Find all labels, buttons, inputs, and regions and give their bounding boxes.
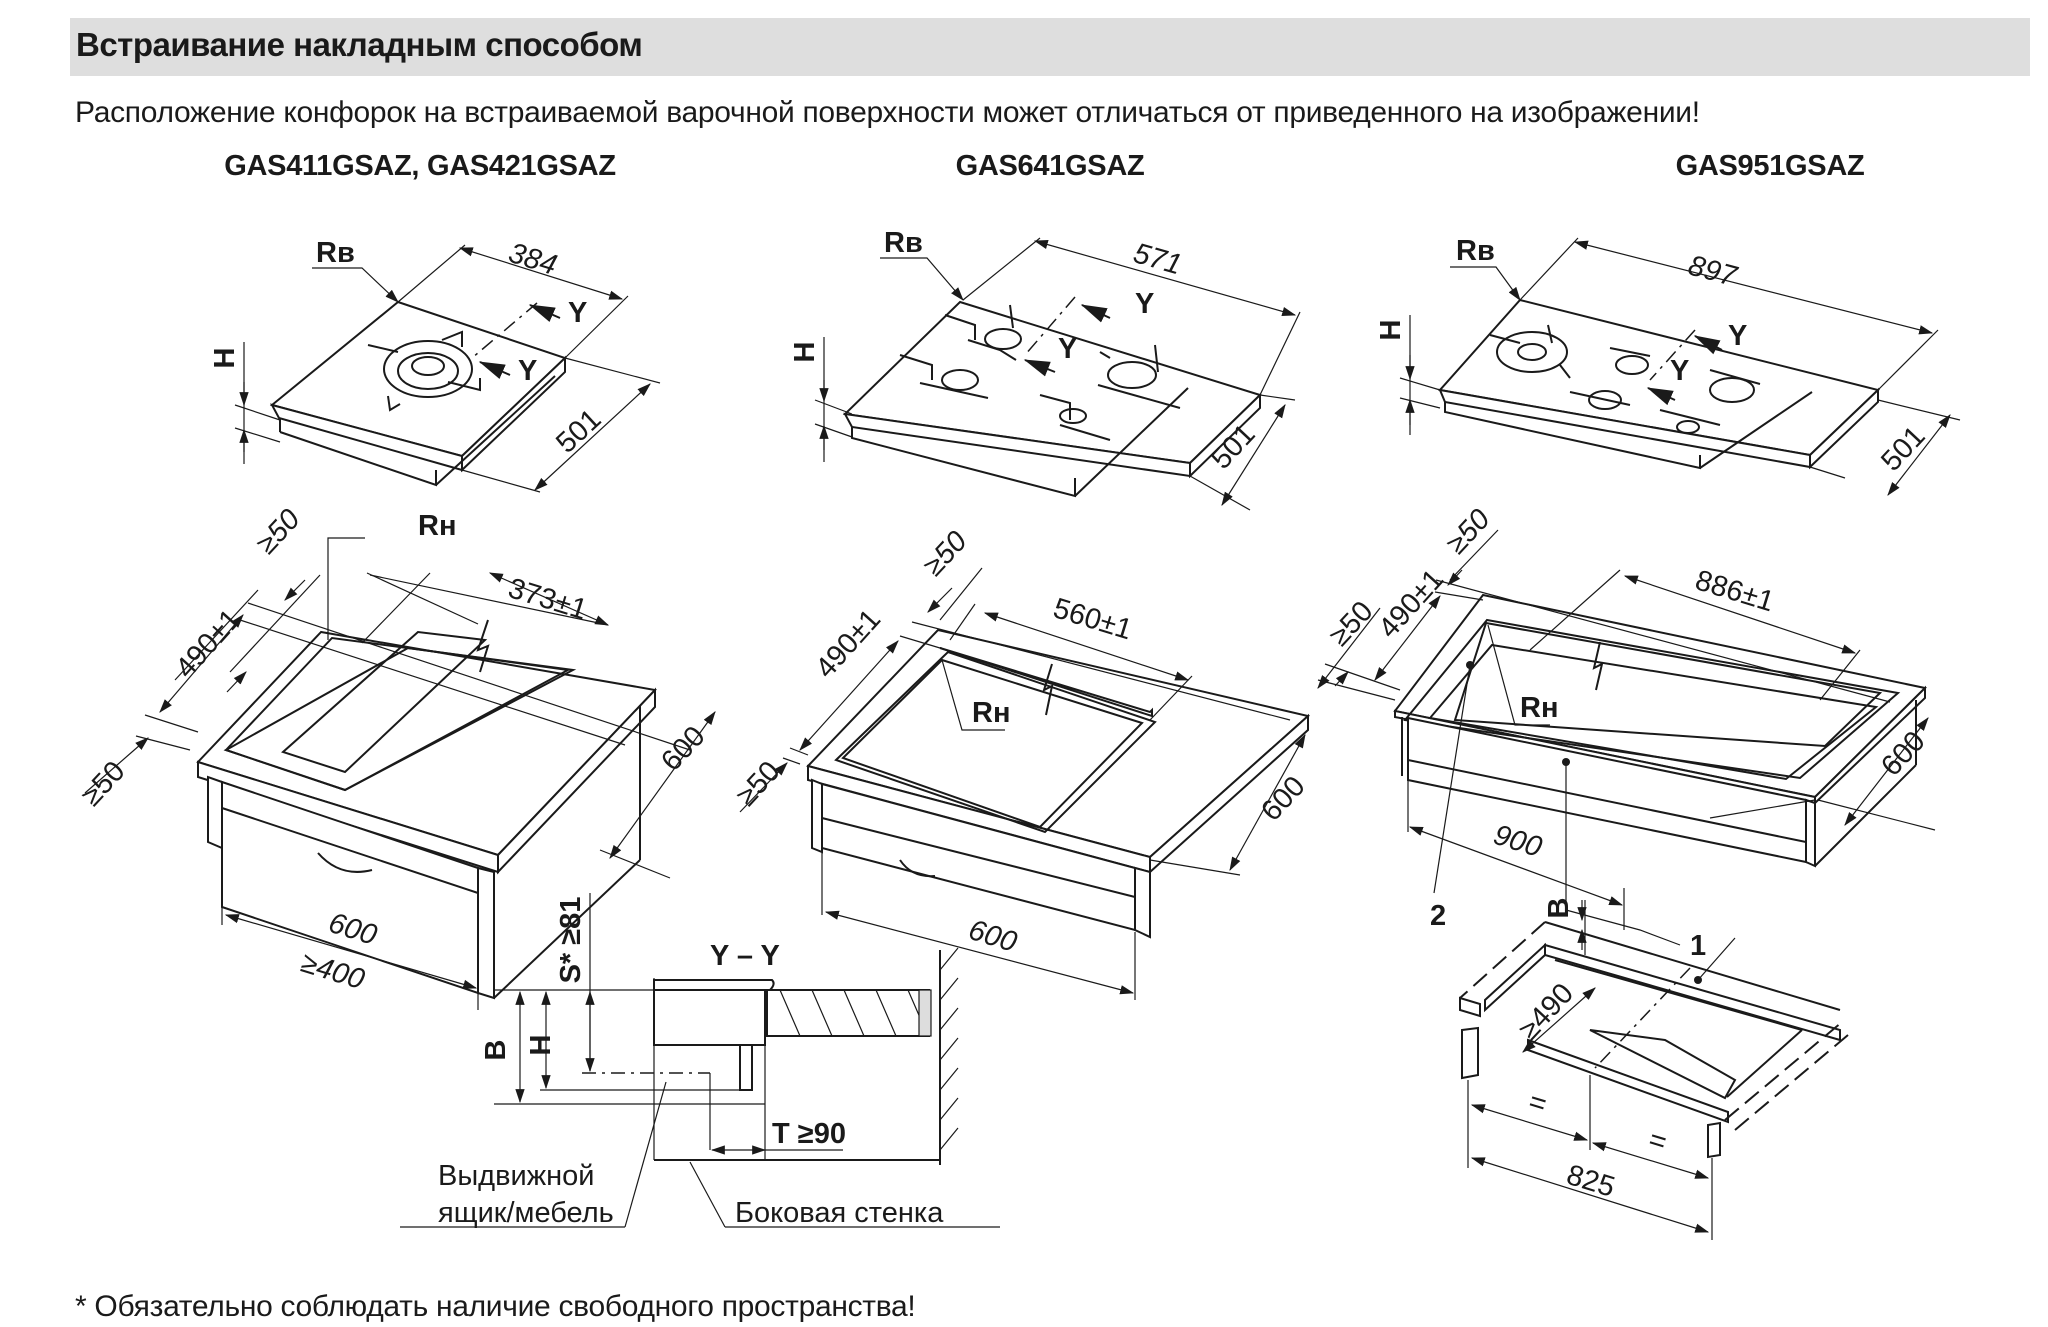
cutout-clear-front-2: ≥50 [730,755,786,812]
cutout-clear-back-2: ≥50 [917,525,973,582]
cutout-corner-label-3: Rн [1520,692,1558,724]
section-header-bar: Встраивание накладным способом [70,18,2030,76]
hob-drawing-3: 897 501 H Rв Y Y [1375,235,1961,496]
hob-height-label-1: H [209,348,241,369]
section-t-label: T ≥90 [772,1118,846,1150]
callout-label-1: 1 [1690,930,1706,962]
cutout-width-dim-3: 886±1 [1691,564,1777,618]
burner-icon [367,330,481,412]
edge-radius-label-3: Rв [1456,235,1495,267]
cutout-clear-back-3: ≥50 [1440,503,1496,560]
hob-drawing-2: 571 501 H Rв Y Y [789,227,1301,511]
section-s-label: S* ≥81 [555,897,587,984]
hob-width-dim-2: 571 [1130,237,1185,281]
cutout-corner-label-2: Rн [972,697,1010,729]
cutout-corner-label-1: Rн [418,510,456,542]
cabinet-depth-dim-2: 600 [1255,770,1311,827]
support-min-depth-dim: ≥490 [1513,977,1580,1046]
hob-height-label-3: H [1375,320,1407,341]
support-equal-right: = [1645,1124,1671,1160]
cabinet-width-dim-3: 900 [1490,819,1546,864]
power-cable-icon [476,619,490,673]
support-frame-drawing: B ≥490 = = 825 [1459,898,1849,1240]
cabinet-min-width-dim-1: ≥400 [297,947,368,996]
burner-layout-note: Расположение конфорок на встраиваемой ва… [75,96,1700,129]
power-cable-icon [1592,641,1604,691]
drawer-label-line2: ящик/мебель [438,1197,614,1229]
cutout-width-dim-1: 373±1 [504,572,590,626]
model-label-gas411-421: GAS411GSAZ, GAS421GSAZ [224,150,616,182]
hob-drawing-1: 384 501 H Rв Y Y [209,237,661,493]
cutout-drawing-2: ≥50 490±1 ≥50 560±1 Rн 600 600 [730,525,1312,1000]
section-marker-y-bottom-2: Y [1058,333,1077,365]
section-marker-y-top-1: Y [568,297,587,329]
power-cable-icon [1042,663,1054,716]
hob-width-dim-1: 384 [505,237,561,282]
side-wall-label: Боковая стенка [735,1197,944,1229]
hob-height-label-2: H [789,342,821,363]
page-title: Встраивание накладным способом [76,26,643,63]
section-marker-y-bottom-1: Y [518,355,537,387]
support-height-label: B [1543,898,1575,919]
burner-grid-icon [1489,324,1761,434]
cutout-depth-dim-2: 490±1 [810,603,888,684]
section-marker-y-bottom-3: Y [1670,355,1689,387]
section-y-y-drawing: Y – Y B H S* ≥81 T ≥90 [400,893,1000,1229]
section-b-label: B [480,1040,512,1061]
cutout-drawing-3: 2 1 ≥50 490±1 ≥50 886±1 Rн 600 900 [1317,503,1936,962]
section-marker-y-top-3: Y [1728,320,1747,352]
support-equal-left: = [1525,1086,1551,1122]
drawer-handle-icon [317,852,373,873]
drawer-label-line1: Выдвижной [438,1160,594,1192]
section-title: Y – Y [710,940,780,972]
drawer-handle-icon [899,859,936,878]
section-h-label: H [525,1035,557,1056]
edge-radius-label-2: Rв [884,227,923,259]
cutout-clear-front-1: ≥50 [75,755,131,812]
footnote: * Обязательно соблюдать наличие свободно… [75,1290,916,1323]
hob-depth-dim-3: 501 [1875,420,1931,477]
cutout-clear-front-3: ≥50 [1323,595,1379,652]
cutout-depth-dim-1: 490±1 [170,603,248,684]
burner-grid-icon [899,304,1181,441]
cabinet-width-dim-2: 600 [965,914,1021,959]
worktop-section [766,989,930,1037]
section-marker-y-top-2: Y [1135,288,1154,320]
model-label-gas951: GAS951GSAZ [1675,150,1865,182]
edge-radius-label-1: Rв [316,237,355,269]
hob-width-dim-3: 897 [1685,250,1742,294]
cutout-clear-back-1: ≥50 [250,503,306,560]
hob-top-2 [842,300,1262,465]
callout-label-2: 2 [1430,900,1446,932]
cutout-drawing-1: ≥50 490±1 ≥50 373±1 Rн 600 600 ≥400 [75,503,716,1010]
support-span-dim: 825 [1563,1159,1619,1204]
model-label-gas641: GAS641GSAZ [955,150,1145,182]
hob-depth-dim-1: 501 [550,403,607,459]
